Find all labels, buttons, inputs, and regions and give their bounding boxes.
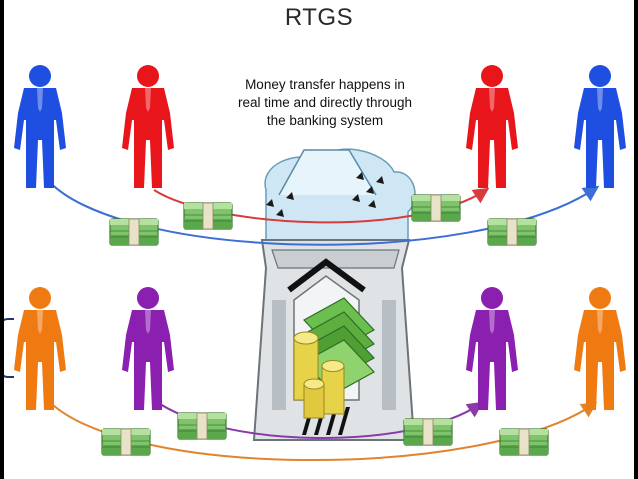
money-bundle-icon (487, 218, 537, 246)
money-bundle-icon (499, 428, 549, 456)
slide-title: RTGS (284, 4, 354, 31)
bank-building-icon (252, 148, 416, 441)
money-bundle-icon (411, 194, 461, 222)
person-icon-purple-sender (122, 287, 174, 410)
person-icon-blue-receiver (574, 65, 626, 188)
slide-edge-bracket (4, 318, 14, 378)
money-bundle-icon (109, 218, 159, 246)
rtgs-diagram (14, 65, 626, 462)
slide: RTGS Money transfer happens in real time… (4, 0, 634, 479)
coin-stack-icon (293, 331, 345, 419)
person-icon-red-sender (122, 65, 174, 188)
person-icon-red-receiver (466, 65, 518, 188)
person-icon-orange-receiver (574, 287, 626, 410)
person-icon-purple-receiver (466, 287, 518, 410)
money-bundle-icon (403, 418, 453, 446)
money-bundle-icon (183, 202, 233, 230)
person-icon-orange-sender (14, 287, 66, 410)
transfer-arrow (45, 177, 600, 246)
money-bundle-icon (177, 412, 227, 440)
person-icon-blue-sender (14, 65, 66, 188)
slide-caption: Money transfer happens in real time and … (237, 77, 413, 128)
money-bundle-icon (101, 428, 151, 456)
